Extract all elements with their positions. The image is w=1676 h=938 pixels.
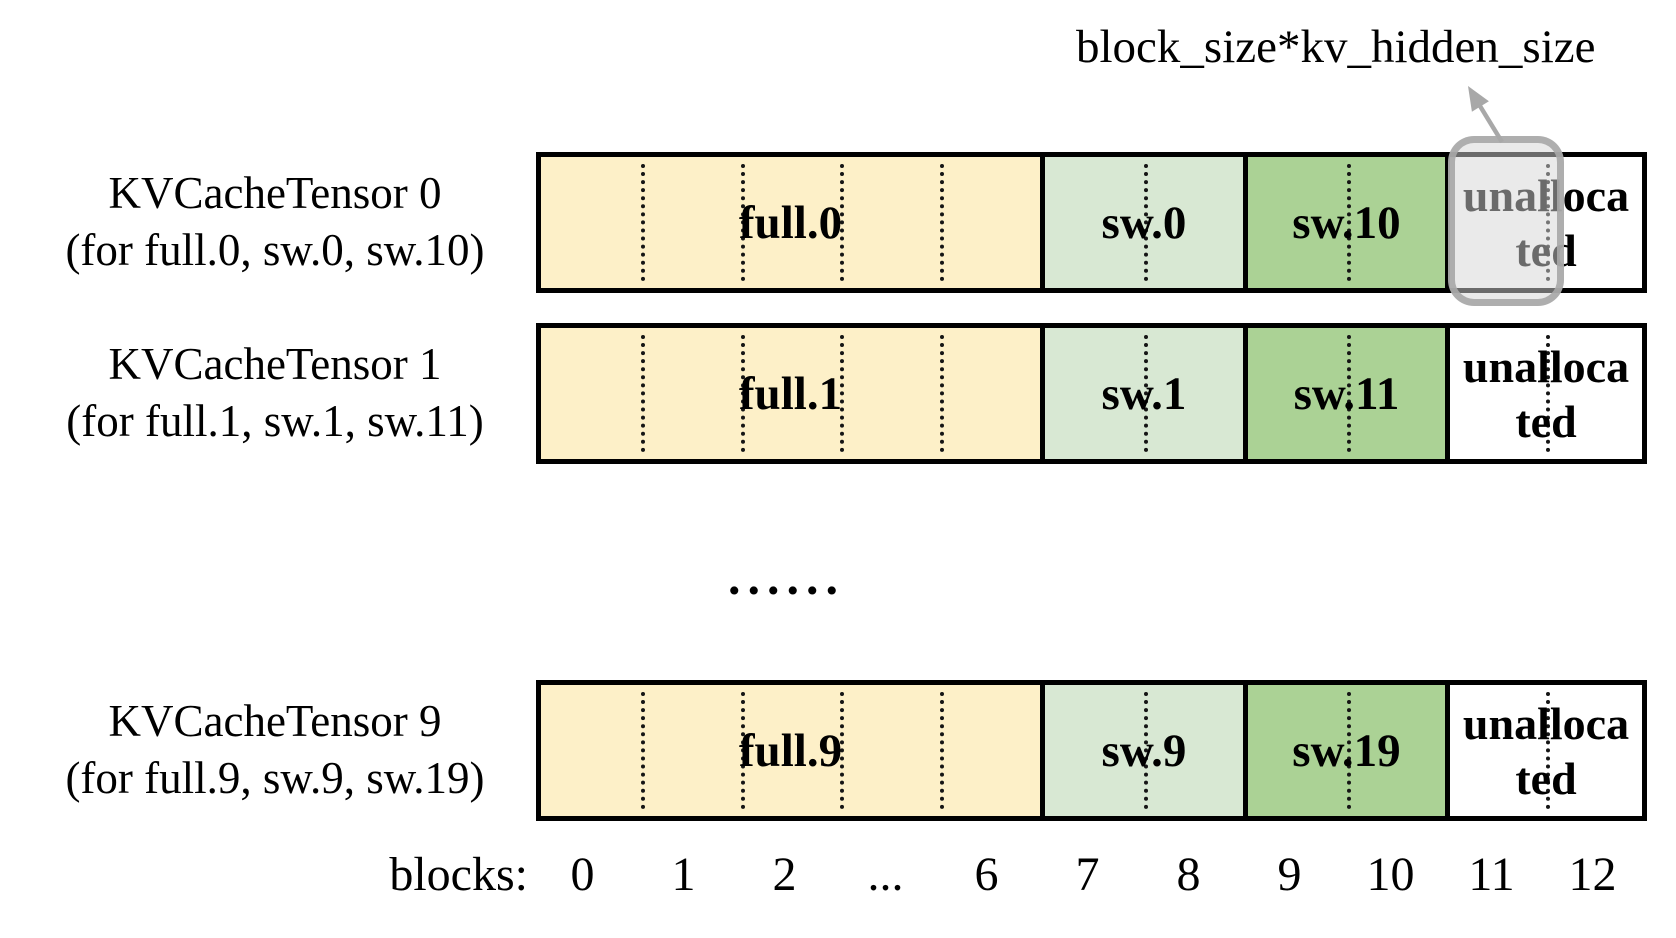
axis-tick: ... <box>867 848 904 901</box>
dotted-divider <box>940 164 945 281</box>
axis-tick: 0 <box>570 848 595 901</box>
dotted-divider <box>940 692 945 809</box>
dotted-divider <box>640 692 645 809</box>
dotted-divider <box>1144 164 1148 281</box>
dotted-divider <box>1546 692 1550 809</box>
row-9-title: KVCacheTensor 9 <box>108 696 442 746</box>
dotted-divider <box>940 335 945 452</box>
dotted-divider <box>840 692 845 809</box>
segment-label: sw.1 <box>1101 367 1187 420</box>
segment-label: sw.10 <box>1292 196 1401 249</box>
unallocated-label: unalloca <box>1462 697 1630 749</box>
segment-sw-second-1: sw.11 <box>1243 328 1445 459</box>
row-1-title: KVCacheTensor 1 <box>108 339 442 389</box>
dotted-divider <box>640 335 645 452</box>
segment-full-0: full.0 <box>541 157 1040 288</box>
segment-unallocated-1: unalloca ted <box>1445 328 1642 459</box>
dotted-divider <box>1346 164 1351 281</box>
row-0-subtitle: (for full.0, sw.0, sw.10) <box>65 225 485 275</box>
kv-cache-row-9-bar: full.9 sw.9 sw.19 unalloca ted <box>536 680 1647 821</box>
segment-full-9: full.9 <box>541 685 1040 816</box>
axis-tick: 8 <box>1176 848 1201 901</box>
dotted-divider <box>740 335 745 452</box>
dotted-divider <box>1144 335 1148 452</box>
dotted-divider <box>1546 335 1550 452</box>
axis-tick: 6 <box>974 848 999 901</box>
dotted-divider <box>1346 692 1351 809</box>
axis-tick: 7 <box>1075 848 1100 901</box>
annotation-arrow-icon <box>1468 86 1504 144</box>
segment-label: sw.0 <box>1101 196 1187 249</box>
dotted-divider <box>1144 692 1148 809</box>
segment-full-1: full.1 <box>541 328 1040 459</box>
segment-sw-second-0: sw.10 <box>1243 157 1445 288</box>
segment-label: full.0 <box>738 196 843 249</box>
axis-tick: 9 <box>1277 848 1302 901</box>
row-9-label: KVCacheTensor 9 (for full.9, sw.9, sw.19… <box>8 693 542 807</box>
dotted-divider <box>740 692 745 809</box>
unallocated-label: ted <box>1515 395 1577 447</box>
segment-sw-first-0: sw.0 <box>1040 157 1243 288</box>
dotted-divider <box>640 164 645 281</box>
segment-label: sw.9 <box>1101 724 1187 777</box>
blocks-axis: blocks: 0 1 2 ... 6 7 8 9 10 11 12 <box>0 846 1643 904</box>
row-0-label: KVCacheTensor 0 (for full.0, sw.0, sw.10… <box>8 165 542 279</box>
axis-tick: 12 <box>1568 848 1617 901</box>
highlighted-block-outline <box>1448 136 1564 306</box>
dotted-divider <box>840 335 845 452</box>
segment-label: sw.11 <box>1293 367 1400 420</box>
segment-label: full.9 <box>738 724 843 777</box>
axis-tick: 1 <box>671 848 696 901</box>
segment-label: sw.19 <box>1292 724 1401 777</box>
unallocated-label: ted <box>1515 752 1577 804</box>
rows-ellipsis: ...... <box>728 549 845 605</box>
segment-sw-first-9: sw.9 <box>1040 685 1243 816</box>
axis-tick: 10 <box>1366 848 1415 901</box>
axis-tick: 11 <box>1468 848 1515 901</box>
block-size-annotation: block_size*kv_hidden_size <box>1076 21 1596 73</box>
dotted-divider <box>740 164 745 281</box>
dotted-divider <box>1346 335 1351 452</box>
row-9-subtitle: (for full.9, sw.9, sw.19) <box>65 753 485 803</box>
unallocated-label: unalloca <box>1462 340 1630 392</box>
segment-label: full.1 <box>738 367 843 420</box>
segment-sw-second-9: sw.19 <box>1243 685 1445 816</box>
blocks-axis-label: blocks: <box>389 848 528 901</box>
row-1-subtitle: (for full.1, sw.1, sw.11) <box>66 396 484 446</box>
kv-cache-row-1-bar: full.1 sw.1 sw.11 unalloca ted <box>536 323 1647 464</box>
segment-unallocated-9: unalloca ted <box>1445 685 1642 816</box>
row-1-label: KVCacheTensor 1 (for full.1, sw.1, sw.11… <box>8 336 542 450</box>
dotted-divider <box>840 164 845 281</box>
row-0-title: KVCacheTensor 0 <box>108 168 442 218</box>
axis-tick: 2 <box>772 848 797 901</box>
segment-sw-first-1: sw.1 <box>1040 328 1243 459</box>
